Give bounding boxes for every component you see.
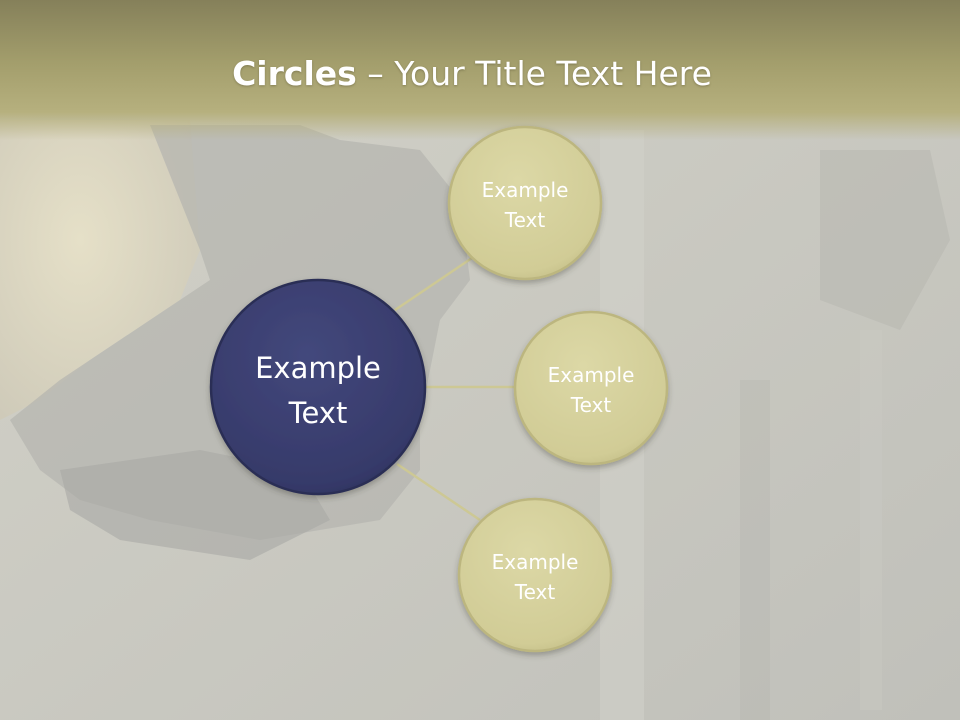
outer-circle-middle-line2: Text — [570, 393, 612, 417]
outer-circle-middle-line1: Example — [548, 363, 635, 387]
center-circle-line2: Text — [288, 396, 348, 430]
outer-circle-bottom-line2: Text — [514, 580, 556, 604]
connector-top — [394, 256, 473, 312]
title-rest: – Your Title Text Here — [356, 54, 712, 93]
connector-bottom — [396, 462, 481, 522]
outer-circle-bottom-line1: Example — [492, 550, 579, 574]
outer-circle-bottom[interactable]: Example Text — [457, 497, 613, 653]
outer-circle-top[interactable]: Example Text — [447, 125, 603, 281]
outer-circle-top-line2: Text — [504, 208, 546, 232]
title-band — [0, 0, 960, 140]
center-circle[interactable]: Example Text — [209, 278, 427, 496]
outer-circle-top-line1: Example — [482, 178, 569, 202]
slide-title: Circles – Your Title Text Here — [0, 52, 944, 96]
outer-circle-middle[interactable]: Example Text — [513, 310, 669, 466]
center-circle-line1: Example — [255, 351, 381, 385]
title-bold: Circles — [232, 54, 357, 93]
